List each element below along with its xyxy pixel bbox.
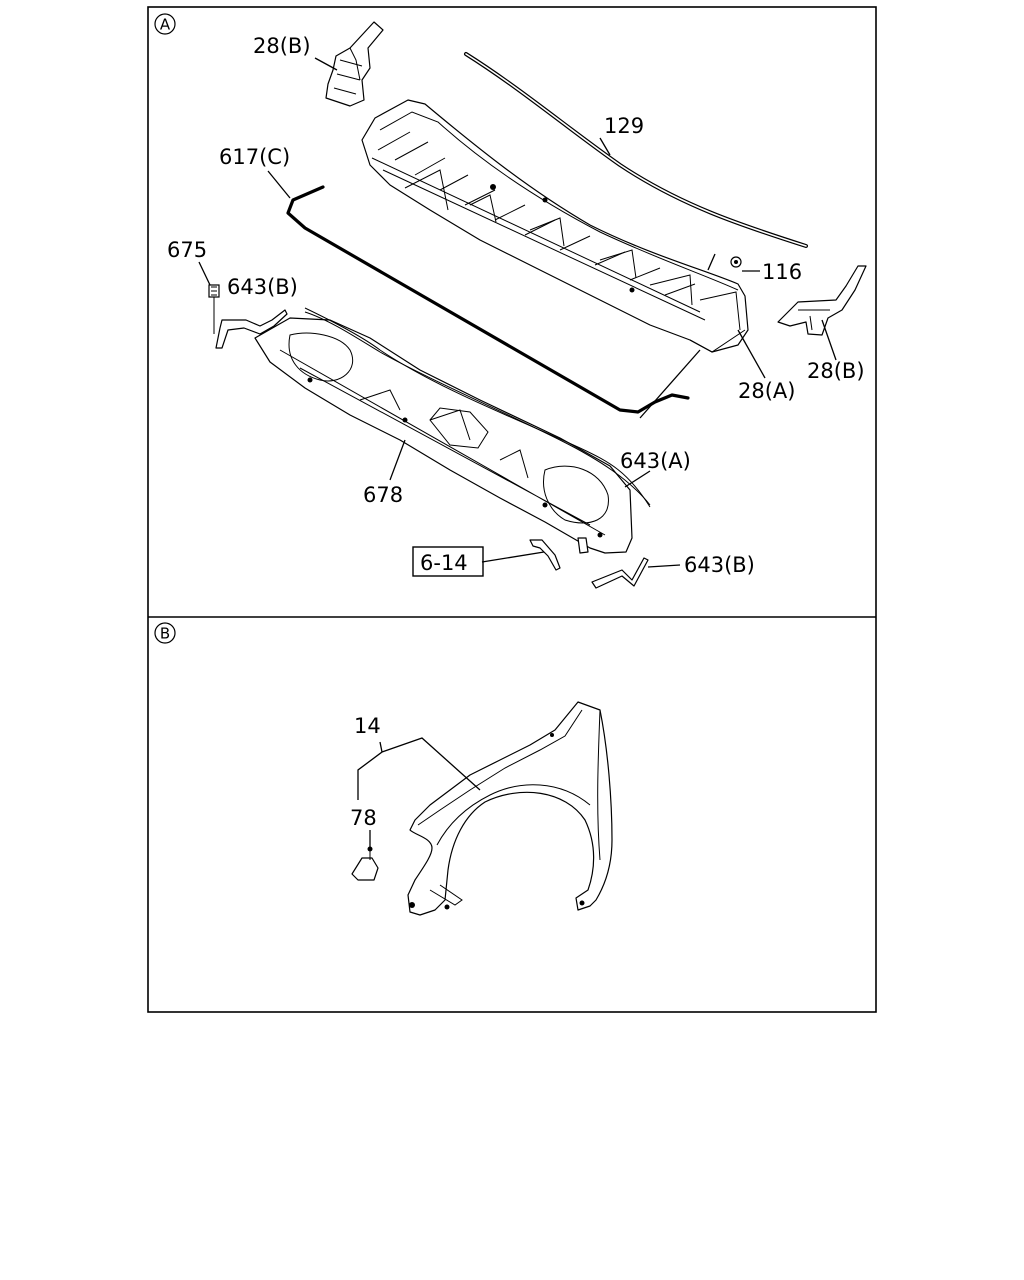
leader-lines-a: [198, 57, 837, 568]
ref-box-6-14: [412, 546, 484, 577]
section-a-marker-text: A: [160, 16, 171, 34]
clip-675: [208, 284, 220, 334]
label-643b-left: 643(B): [227, 275, 298, 299]
strip-6-14-part: [529, 539, 561, 571]
section-b-marker-text: B: [160, 625, 170, 643]
label-675: 675: [167, 238, 207, 262]
seal-617c: [286, 185, 690, 414]
section-a-marker: A: [154, 13, 176, 35]
label-129: 129: [604, 114, 644, 138]
bracket-28b-right: [777, 265, 867, 336]
section-b-marker: B: [154, 622, 176, 644]
label-78: 78: [350, 806, 377, 830]
clip-116: [730, 256, 742, 268]
strip-643b-bottom: [591, 557, 649, 589]
cowl-panel-28a: [361, 99, 749, 353]
leader-lines-b: [357, 737, 481, 848]
label-643a: 643(A): [620, 449, 691, 473]
weather-strip-129: [464, 52, 808, 248]
seal-643a: [304, 307, 651, 508]
label-28b-right: 28(B): [807, 359, 865, 383]
label-6-14: 6-14: [420, 551, 468, 575]
bracket-28b-upper: [325, 21, 384, 107]
label-617c: 617(C): [219, 145, 290, 169]
label-14: 14: [354, 714, 381, 738]
diagram-frame: [147, 6, 877, 1013]
cowl-member-678: [254, 311, 651, 554]
label-678: 678: [363, 483, 403, 507]
label-28b-top: 28(B): [253, 34, 311, 58]
label-116: 116: [762, 260, 802, 284]
label-28a: 28(A): [738, 379, 795, 403]
front-fender-14: [407, 701, 613, 916]
clip-78: [351, 846, 379, 881]
strip-643b-left: [215, 309, 288, 349]
label-643b-bottom: 643(B): [684, 553, 755, 577]
